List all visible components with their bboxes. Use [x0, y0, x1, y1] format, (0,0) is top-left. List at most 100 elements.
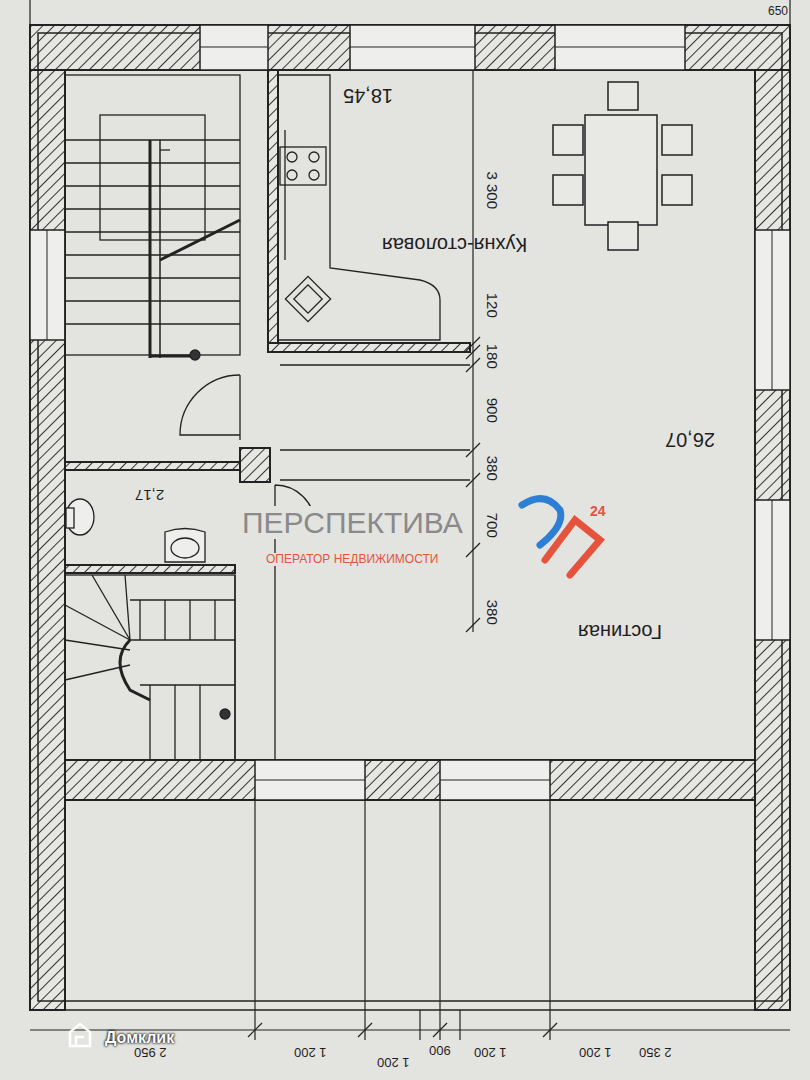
plan-line: [254, 800, 255, 1040]
plan-line: [65, 760, 755, 800]
watermark: 24: [590, 504, 606, 519]
dimension: 2 950: [134, 1045, 167, 1059]
plan-line: [662, 125, 692, 155]
plan-line: [585, 115, 657, 225]
plan-line: [545, 520, 600, 575]
logo-mark: [522, 499, 600, 575]
plan-line: [350, 25, 475, 70]
plan-line: [65, 75, 240, 355]
plan-line: [419, 1010, 420, 1040]
plan-line: [130, 599, 235, 600]
plan-line: [466, 473, 480, 487]
dimension: 2 350: [639, 1045, 672, 1059]
plan-line: [29, 0, 30, 25]
plan-line: [139, 600, 140, 640]
plan-line: [30, 230, 65, 340]
plan-line: [200, 25, 268, 70]
room-name: Гостиная: [578, 621, 662, 643]
plan-line: [171, 538, 199, 558]
plan-line: [65, 323, 240, 324]
watermark: ОПЕРАТОР НЕДВИЖИМОСТИ: [263, 553, 441, 566]
plan-line: [120, 640, 150, 700]
plan-line: [160, 149, 170, 150]
plan-line: [439, 800, 440, 1040]
plan-line: [755, 70, 790, 1010]
plan-line: [755, 500, 790, 640]
stair: [65, 575, 235, 760]
plan-line: [284, 130, 285, 260]
plan-line: [608, 222, 638, 250]
plan-line: [65, 139, 240, 140]
dimension: 3 300: [484, 171, 501, 209]
plan-line: [165, 529, 205, 563]
plan-line: [65, 162, 240, 163]
plan-line: [125, 575, 130, 640]
plan-line: [149, 140, 152, 358]
dimension: 120: [483, 293, 500, 318]
plan-line: [65, 565, 235, 573]
plan-line: [76, 1037, 84, 1046]
plan-line: [549, 800, 550, 1040]
dimension: 1 200: [579, 1045, 612, 1059]
plan-line: [214, 600, 215, 640]
plan-line: [220, 709, 230, 719]
plan-line: [466, 618, 480, 632]
wc-fixtures: [66, 499, 205, 562]
plan-line: [65, 300, 240, 301]
plan-line: [174, 685, 175, 760]
plan-line: [65, 575, 235, 760]
plan-line: [255, 760, 365, 800]
plan-line: [268, 70, 278, 352]
wall-lines: [38, 33, 782, 1010]
plan-line: [459, 1010, 460, 1040]
dimension: 900: [429, 1043, 451, 1057]
windows: [30, 25, 790, 800]
plan-line: [38, 33, 782, 1001]
plan-line: [553, 125, 583, 155]
plan-line: [255, 780, 365, 781]
plan-line: [662, 175, 692, 205]
plan-line: [440, 780, 550, 781]
room-area: 26,07: [665, 429, 715, 451]
dimension: 650: [768, 5, 788, 18]
plan-line: [240, 448, 270, 482]
dimension: 380: [483, 456, 500, 481]
plan-line: [433, 1023, 447, 1037]
dimension: 380: [483, 600, 500, 625]
room-area: 18,45: [343, 85, 393, 107]
dimension-line: [466, 70, 480, 632]
plan-line: [180, 375, 240, 435]
plan-line: [30, 70, 65, 1010]
plan-line: [66, 499, 94, 535]
dimension: 1 200: [377, 1055, 410, 1069]
plan-line: [466, 337, 480, 351]
plan-line: [47, 230, 48, 340]
plan-line: [159, 140, 161, 358]
plan-line: [285, 276, 330, 321]
plan-line: [309, 152, 319, 162]
watermark: ПЕРСПЕКТИВА: [239, 506, 466, 539]
plan-line: [358, 1023, 372, 1037]
domclick-icon: [70, 1024, 90, 1046]
stair: [65, 75, 240, 360]
plan-line: [160, 220, 240, 260]
dimension-line: [30, 0, 790, 1040]
plan-line: [543, 1023, 557, 1037]
kitchen-furniture: [278, 75, 440, 340]
plan-line: [65, 462, 240, 470]
plan-line: [149, 685, 150, 760]
plan-line: [440, 760, 550, 800]
plan-line: [248, 1023, 262, 1037]
plan-line: [608, 82, 638, 110]
plan-line: [466, 543, 480, 557]
doors: [180, 365, 470, 760]
plan-line: [100, 115, 205, 240]
plan-line: [772, 500, 773, 640]
window-glass: [47, 47, 772, 780]
plan-line: [466, 443, 480, 457]
plan-line: [789, 0, 790, 25]
room-area: 2,17: [135, 486, 164, 503]
plan-line: [280, 449, 470, 450]
plan-line: [130, 639, 235, 640]
plan-line: [150, 355, 195, 358]
